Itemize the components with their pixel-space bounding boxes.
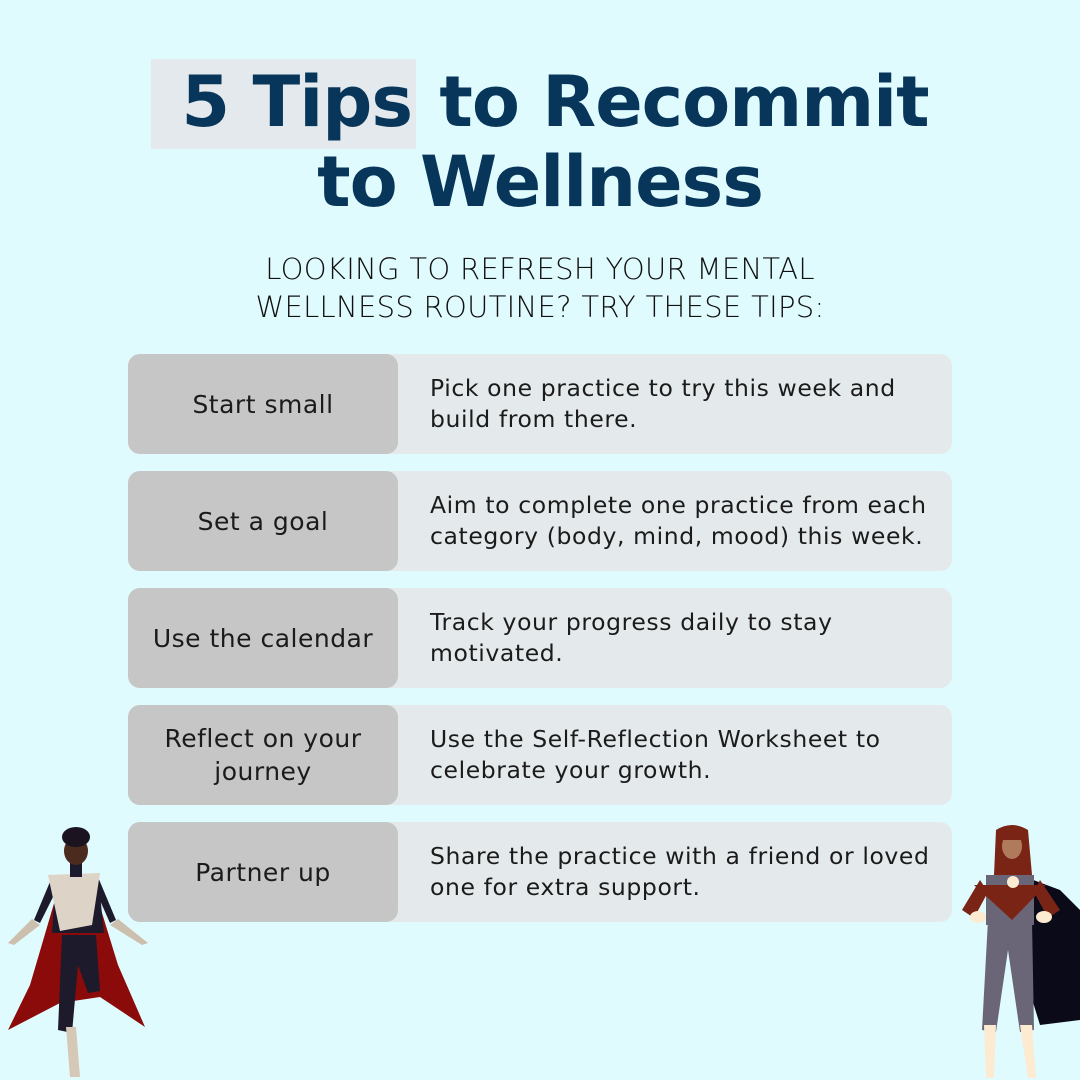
superhero-man-illustration — [0, 815, 160, 1080]
tip-label: Set a goal — [128, 471, 398, 571]
subtitle: LOOKING TO REFRESH YOUR MENTAL WELLNESS … — [0, 250, 1080, 326]
superhero-man-icon — [8, 827, 148, 1077]
tip-row-use-the-calendar: Use the calendar Track your progress dai… — [128, 588, 952, 688]
tip-label: Start small — [128, 354, 398, 454]
page-title: 5 Tips to Recommit to Wellness — [0, 59, 1080, 223]
tip-row-reflect: Reflect on your journey Use the Self-Ref… — [128, 705, 952, 805]
tip-label: Partner up — [128, 822, 398, 922]
subtitle-line2: WELLNESS ROUTINE? TRY THESE TIPS: — [255, 290, 825, 324]
tip-label: Reflect on your journey — [128, 705, 398, 805]
title-line1-rest: to Recommit — [416, 61, 929, 143]
title-highlight: 5 Tips — [151, 59, 416, 149]
tip-description: Share the practice with a friend or love… — [430, 842, 930, 901]
title-line2: to Wellness — [317, 141, 764, 223]
tip-row-start-small: Start small Pick one practice to try thi… — [128, 354, 952, 454]
tip-description: Track your progress daily to stay motiva… — [430, 608, 833, 667]
superhero-woman-icon — [962, 825, 1080, 1078]
tips-list: Start small Pick one practice to try thi… — [128, 354, 952, 939]
tip-description: Pick one practice to try this week and b… — [430, 374, 896, 433]
superhero-woman-illustration — [950, 820, 1080, 1080]
title-block: 5 Tips to Recommit to Wellness — [0, 59, 1080, 223]
tip-description: Use the Self-Reflection Worksheet to cel… — [430, 725, 881, 784]
tip-description: Aim to complete one practice from each c… — [430, 491, 927, 550]
tip-row-partner-up: Partner up Share the practice with a fri… — [128, 822, 952, 922]
subtitle-line1: LOOKING TO REFRESH YOUR MENTAL — [265, 252, 815, 286]
tip-row-set-a-goal: Set a goal Aim to complete one practice … — [128, 471, 952, 571]
tip-label: Use the calendar — [128, 588, 398, 688]
